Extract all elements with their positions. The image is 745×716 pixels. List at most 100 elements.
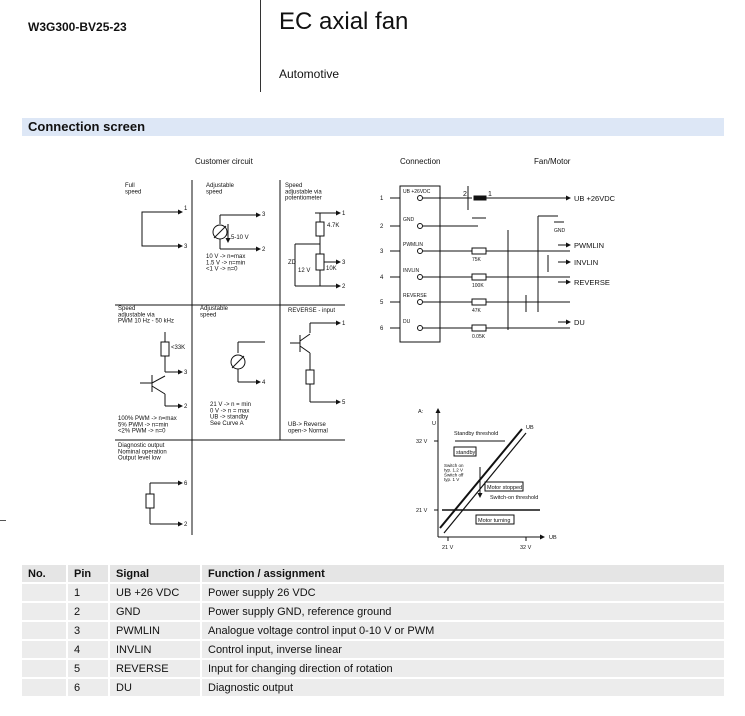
pin-resistor [471,273,487,281]
cell-pin: 4 [66,641,108,658]
col-signal: Signal [108,565,200,582]
pin-2-b: 2 [262,247,266,253]
resistor-33k-label: <33K [171,345,185,351]
pin-5-f: 5 [342,400,346,406]
resistor-47k-label: 4.7K [327,223,339,229]
standby-label: standby [456,450,476,456]
col-no: No. [22,565,66,582]
zd-label: ZD [288,260,297,266]
fan-output-label: INVLIN [574,258,598,267]
fuse-2-label: 2 [463,191,467,198]
terminal-dot [417,325,423,331]
motor-turning-label: Motor turning [478,518,510,524]
pin-resistor [471,324,487,332]
fan-motor-title: Fan/Motor [534,157,571,166]
pin-3-a: 3 [184,244,188,250]
col-function: Function / assignment [200,565,724,582]
resistor-value: 75K [472,257,482,263]
connection-pin-label: UB +26VDC [403,189,431,195]
resistor-value: 47K [472,308,482,314]
cell-no [22,622,66,639]
pin-3-c: 3 [342,260,346,266]
resistor-value: 0.05K [472,334,486,340]
connection-pin-label: DU [403,319,411,325]
section-title: Connection screen [28,119,146,134]
range-label: 1.5-10 V [226,235,249,241]
section-header: Connection screen [22,118,724,136]
fan-output-label: GND [554,228,566,234]
cell-function: Analogue voltage control input 0-10 V or… [200,622,724,639]
pin-1-f: 1 [342,321,346,327]
connection-pin-label: PWMLIN [403,242,423,248]
curve-a-diagram: A: U UB 32 V 21 V 21 V 32 V Standby thre… [416,408,557,551]
connection-title: Connection [400,157,440,166]
pin-2-d: 2 [184,404,188,410]
cell-signal: INVLIN [108,641,200,658]
switch-on-threshold-label: Switch-on threshold [490,495,538,501]
margin-tick [0,520,6,521]
connection-pin-number: 4 [380,275,384,281]
cell-signal: DU [108,679,200,696]
pin-2-c: 2 [342,284,346,290]
customer-circuit-title: Customer circuit [195,157,254,166]
cell-no [22,679,66,696]
fan-output-label: DU [574,318,585,327]
cell-no [22,641,66,658]
curve-y-32: 32 V [416,439,428,445]
connection-pin-number: 5 [380,300,384,306]
terminal-dot [417,223,423,229]
page-subtitle: Automotive [279,67,340,81]
cell-pin: 2 [66,603,108,620]
curve-x-21: 21 V [442,545,454,551]
fan-output-label: REVERSE [574,278,610,287]
header-divider [260,0,261,92]
cell-pin: 5 [66,660,108,677]
cell-function: Control input, inverse linear [200,641,724,658]
connection-pin-number: 3 [380,249,384,255]
connection-pin-label: REVERSE [403,293,428,299]
standby-threshold-label: Standby threshold [454,431,498,437]
curve-ub-label: UB [526,425,534,431]
pin-4-e: 4 [262,380,266,386]
motor-stopped-label: Motor stopped [487,485,522,491]
connection-pin-number: 6 [380,326,384,332]
curve-y-21: 21 V [416,508,428,514]
cell-no [22,660,66,677]
zd-voltage-label: 12 V [298,268,310,274]
cell-function: Diagnostic output [200,679,724,696]
cell-signal: GND [108,603,200,620]
cell-signal: REVERSE [108,660,200,677]
cell-signal: UB +26 VDC [108,584,200,601]
pin-resistor [471,298,487,306]
connection-pin-label: INVLIN [403,268,420,274]
curve-y-unit: U [432,421,436,427]
pin-3-b: 3 [262,212,266,218]
pin-resistor [471,247,487,255]
model-number: W3G300-BV25-23 [28,20,127,34]
cell-no [22,603,66,620]
pin-3-d: 3 [184,370,188,376]
terminal-dot [417,195,423,201]
fan-output-label: PWMLIN [574,241,604,250]
terminal-dot [417,274,423,280]
fuse-1-label: 1 [488,191,492,198]
cell-function: Power supply 26 VDC [200,584,724,601]
reverse-input-label: REVERSE - input [288,308,335,314]
page-title: EC axial fan [279,8,409,35]
connection-pin-number: 1 [380,196,384,202]
